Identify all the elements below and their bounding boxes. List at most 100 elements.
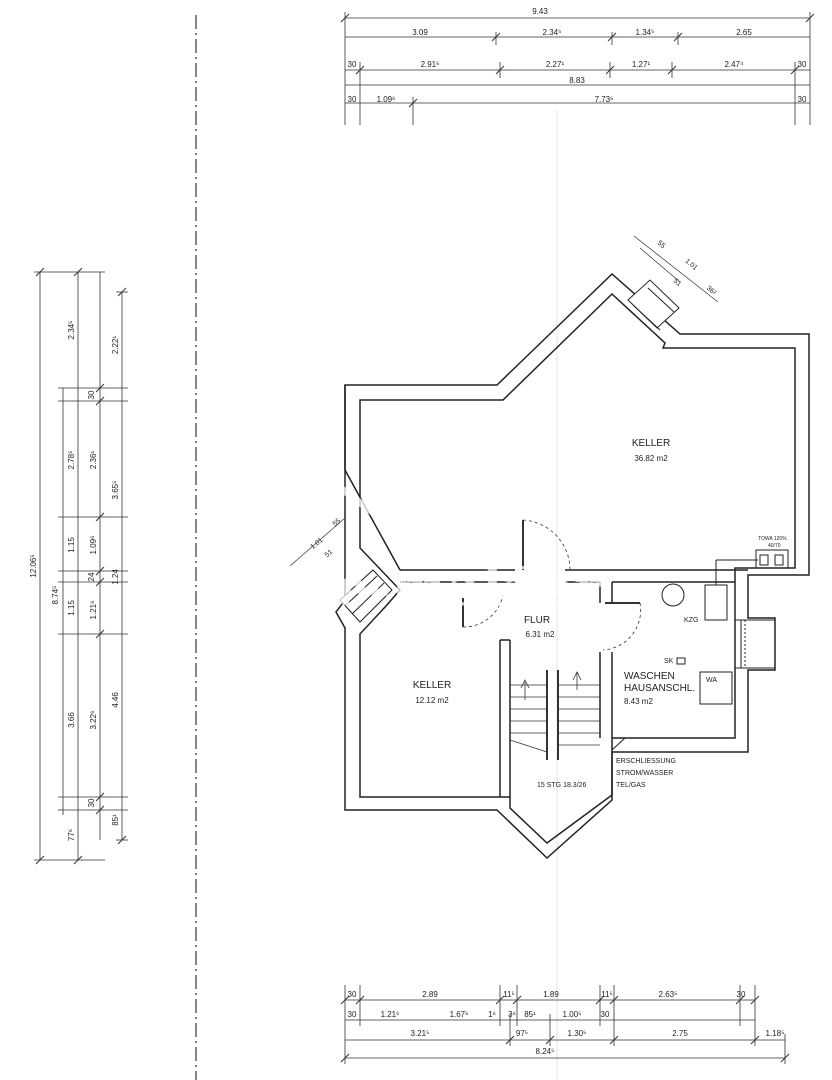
room-keller-small-name: KELLER — [413, 680, 451, 691]
top-dim-r4-a: 30 — [348, 95, 357, 104]
utilities — [611, 549, 789, 751]
win-dim-left-a: 55 — [332, 518, 343, 528]
label-erschl1: ERSCHLIESSUNG — [616, 758, 676, 765]
top-dim-r4-c: 7.73⁶ — [595, 95, 614, 104]
bot-dim-r3-a: 3.21⁵ — [411, 1029, 430, 1038]
bot-dim-r2-b: 1.21⁶ — [381, 1010, 400, 1019]
top-dim-r1-c: 1.34⁵ — [636, 28, 655, 37]
bottom-dimension-ticks — [340, 995, 790, 1063]
top-dim-r4-b: 1.09⁶ — [377, 95, 396, 104]
room-keller-large-area: 36.82 m2 — [634, 454, 668, 463]
room-waschen-area: 8.43 m2 — [624, 697, 653, 706]
left-dim-c3-f: 1.15 — [67, 600, 76, 616]
left-dim-c3-c: 2.78⁵ — [67, 451, 76, 470]
top-dimension-ticks — [340, 13, 815, 108]
top-dim-r2-e: 2.47⁴ — [724, 60, 744, 69]
bot-dim-r2-h: 30 — [601, 1010, 610, 1019]
window-dim-lines — [289, 235, 719, 567]
left-dim-c5-c: 1.24 — [111, 569, 120, 585]
left-dim-c3-d: 1.15 — [67, 537, 76, 553]
window-top — [627, 279, 680, 331]
bot-dim-r1-d: 1.89 — [543, 990, 559, 999]
bot-dim-r3-b: 97⁵ — [516, 1029, 528, 1038]
outer-wall — [335, 272, 810, 860]
top-dim-total: 9.43 — [532, 7, 548, 16]
left-dim-c5-b: 3.65⁵ — [111, 481, 120, 500]
bot-dim-r2-d: 1⁶ — [488, 1010, 496, 1019]
room-keller-large-name: KELLER — [632, 438, 670, 449]
room-flur-name: FLUR — [524, 615, 550, 626]
top-dim-r2-c: 2.27¹ — [546, 60, 565, 69]
interior-walls — [400, 569, 748, 797]
left-dim-c4-d: 85¹ — [111, 814, 120, 826]
bot-dim-r3-d: 2.75 — [672, 1029, 688, 1038]
top-dim-r3: 8.83 — [569, 76, 585, 85]
bot-dim-r1-a: 30 — [348, 990, 357, 999]
bot-dim-r1-g: 30 — [737, 990, 746, 999]
top-dim-r1-b: 2.34⁵ — [543, 28, 562, 37]
win-dim-top-d: 36² — [705, 285, 718, 297]
bot-dim-r4: 8.24⁵ — [536, 1047, 555, 1056]
top-dim-r2-a: 30 — [348, 60, 357, 69]
left-dim-c4-b: 1.09⁶ — [89, 536, 98, 555]
win-dim-top-c: 51 — [672, 278, 683, 288]
label-tank2: 40/70 — [768, 543, 781, 549]
left-dim-c2-b: 3.66 — [67, 712, 76, 728]
win-dim-left-b: 1.01 — [310, 537, 325, 551]
room-keller-small-area: 12.12 m2 — [415, 696, 449, 705]
win-dim-top-b: 1.01 — [683, 258, 698, 272]
room-flur-area: 6.31 m2 — [526, 630, 555, 639]
left-dim-c3-b: 30 — [87, 390, 96, 399]
bottom-dimension-chains — [344, 985, 786, 1064]
bot-dim-r1-f: 2.63⁵ — [659, 990, 678, 999]
label-tank: TOWA 120% — [758, 536, 787, 542]
left-dim-c4-a: 2.36¹ — [89, 451, 98, 470]
label-stair: 15 STG 18.3/26 — [537, 782, 587, 789]
stairs — [509, 670, 600, 760]
watermark-text: ohne-makler — [222, 558, 603, 619]
top-dim-r1-a: 3.09 — [412, 28, 428, 37]
bot-dim-r3-e: 1.18⁵ — [766, 1029, 785, 1038]
bot-dim-r1-b: 2.89 — [422, 990, 438, 999]
bot-dim-r1-c: 11⁵ — [503, 990, 515, 999]
label-erschl2: STROM/WASSER — [616, 770, 673, 777]
left-dim-total: 12.06⁵ — [29, 554, 38, 577]
left-dim-c3-h: 30 — [87, 798, 96, 807]
top-dim-r1-d: 2.65 — [736, 28, 752, 37]
top-dim-r2-d: 1.27¹ — [632, 60, 651, 69]
win-dim-top-a: 55 — [656, 240, 667, 250]
window-left — [339, 569, 393, 623]
left-dim-c3-g: 3.22⁶ — [89, 711, 98, 730]
label-wa: WA — [706, 677, 717, 684]
top-dim-r4-d: 30 — [798, 95, 807, 104]
left-dim-c4-c: 1.21⁶ — [89, 601, 98, 620]
top-dim-r2-b: 2.91⁶ — [421, 60, 440, 69]
left-dimension-chains — [34, 271, 128, 861]
bot-dim-r3-c: 1.30⁵ — [568, 1029, 587, 1038]
bot-dim-r2-f: 85¹ — [524, 1010, 536, 1019]
left-dimension-ticks — [35, 267, 127, 865]
left-dim-c2-a: 8.74⁵ — [51, 586, 60, 605]
room-waschen-name2: HAUSANSCHL. — [624, 683, 695, 694]
label-erschl3: TEL/GAS — [616, 782, 646, 789]
left-dim-c5-d: 4.46 — [111, 692, 120, 708]
bot-dim-r2-a: 30 — [348, 1010, 357, 1019]
room-waschen-name1: WASCHEN — [624, 671, 675, 682]
top-dimension-chains — [344, 12, 811, 125]
bot-dim-r1-e: 11⁵ — [601, 990, 613, 999]
label-kzg: KZG — [684, 617, 698, 624]
bot-dim-r2-g: 1.00⁵ — [563, 1010, 582, 1019]
left-dim-c3-i: 77⁶ — [67, 829, 76, 841]
bot-dim-r2-c: 1.67⁶ — [450, 1010, 469, 1019]
left-dim-c5-a: 2.22¹ — [111, 336, 120, 355]
top-dim-r2-f: 30 — [798, 60, 807, 69]
left-dim-c3-a: 2.34⁵ — [67, 321, 76, 340]
win-dim-left-c: 51 — [324, 549, 335, 559]
window-right — [734, 619, 776, 669]
left-dim-c3-e: 24 — [87, 572, 96, 581]
bot-dim-r2-e: 3⁶ — [508, 1010, 516, 1019]
watermark-logo — [242, 473, 516, 555]
door-swings — [462, 519, 641, 651]
label-sk: SK — [664, 658, 674, 665]
